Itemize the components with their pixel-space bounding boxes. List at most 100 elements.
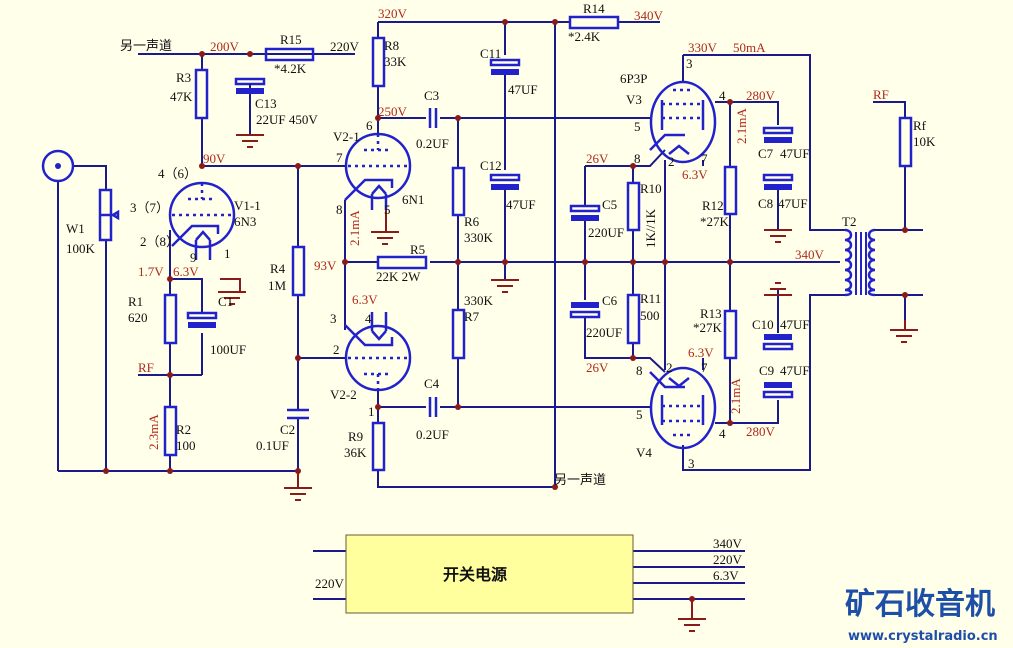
capacitors xyxy=(186,58,794,420)
label: 22K 2W xyxy=(376,269,421,284)
label: 47UF xyxy=(508,82,538,97)
label: 220V xyxy=(330,39,360,54)
label: 220UF xyxy=(588,225,624,240)
resistor-r6 xyxy=(451,166,466,217)
cap-c11 xyxy=(489,58,521,75)
label: 6.3V xyxy=(688,345,714,360)
label: 100UF xyxy=(210,342,246,357)
label: R10 xyxy=(640,181,662,196)
label: R11 xyxy=(640,291,661,306)
resistor-r5 xyxy=(376,255,428,270)
cap-c9 xyxy=(762,382,794,399)
label: 5 xyxy=(384,202,391,217)
label: 500 xyxy=(640,308,660,323)
label: 6N3 xyxy=(234,214,256,229)
label: R1 xyxy=(128,294,143,309)
label: 0.2UF xyxy=(416,136,449,151)
label: V1-1 xyxy=(234,198,261,213)
resistor-r13 xyxy=(723,309,738,360)
label: 7 xyxy=(701,151,708,166)
resistor-r9 xyxy=(371,421,386,472)
label: 100 xyxy=(176,438,196,453)
label: R13 xyxy=(700,306,722,321)
label: C6 xyxy=(602,293,618,308)
label: 2（8） xyxy=(140,234,179,249)
label: 3 xyxy=(686,56,693,71)
cap-c12 xyxy=(489,173,521,190)
label: 320V xyxy=(378,6,408,21)
label: 0.2UF xyxy=(416,427,449,442)
label: 22UF 450V xyxy=(256,112,318,127)
label: 50mA xyxy=(733,40,766,55)
label: 330K xyxy=(464,293,494,308)
label: C1 xyxy=(218,294,233,309)
label: 7 xyxy=(336,150,343,165)
ground-symbols xyxy=(218,134,918,632)
label: 0.1UF xyxy=(256,438,289,453)
label: 6.3V xyxy=(352,292,378,307)
label: 另一声道 xyxy=(120,39,172,54)
label: 4（6） xyxy=(158,166,197,181)
label: R8 xyxy=(384,38,399,53)
label: RF xyxy=(138,360,154,375)
cap-c10 xyxy=(762,334,794,351)
label: 26V xyxy=(586,151,609,166)
resistor-r8 xyxy=(371,36,386,88)
label: 330V xyxy=(688,40,718,55)
label: C4 xyxy=(424,376,440,391)
label: 8 xyxy=(634,151,641,166)
tube-v2-2 xyxy=(344,312,412,392)
label: 1M xyxy=(268,278,287,293)
power-supply-title: 开关电源 xyxy=(443,565,507,584)
label: V3 xyxy=(626,92,642,107)
label: 4 xyxy=(719,88,726,103)
tube-v4 xyxy=(649,366,717,450)
label: 2 xyxy=(668,154,675,169)
label: R15 xyxy=(280,32,302,47)
label: *27K xyxy=(700,214,730,229)
label: 2.1mA xyxy=(347,210,362,246)
label: 93V xyxy=(314,258,337,273)
resistor-r3 xyxy=(194,68,209,120)
label: C10 xyxy=(752,317,774,332)
label: RF xyxy=(873,87,889,102)
film-caps-c2-c3-c4 xyxy=(287,108,438,420)
label: 1 xyxy=(224,246,231,261)
label: 36K xyxy=(344,445,367,460)
label: 7 xyxy=(701,360,708,375)
label: 6N1 xyxy=(402,192,424,207)
label: 6.3V xyxy=(682,167,708,182)
watermark-logo: 矿石收音机 xyxy=(845,587,995,622)
cap-c8 xyxy=(762,173,794,190)
label: 620 xyxy=(128,310,148,325)
label: 2.1mA xyxy=(728,378,743,414)
label: 47UF xyxy=(780,317,810,332)
label: 5 xyxy=(636,407,643,422)
psu-output-220v: 220V xyxy=(713,552,743,567)
tube-v3 xyxy=(649,80,717,164)
resistor-r4 xyxy=(291,245,306,297)
label: 90V xyxy=(203,151,226,166)
label: R7 xyxy=(464,309,480,324)
label: 另一声道 xyxy=(554,473,606,488)
resistor-r2 xyxy=(163,405,178,457)
label: T2 xyxy=(842,214,856,229)
watermark-url: www.crystalradio.cn xyxy=(848,629,998,644)
label: 220UF xyxy=(586,325,622,340)
label: C9 xyxy=(759,363,774,378)
label: 200V xyxy=(210,39,240,54)
label: V2-1 xyxy=(333,129,360,144)
label: C3 xyxy=(424,88,439,103)
wiper-arrow-icon xyxy=(100,209,120,221)
label: V2-2 xyxy=(330,387,357,402)
label: 250V xyxy=(378,104,408,119)
label: R4 xyxy=(270,261,286,276)
switching-power-supply-box xyxy=(345,534,634,614)
label: *4.2K xyxy=(274,61,307,76)
label: 47UF xyxy=(506,197,536,212)
label: 6.3V xyxy=(173,264,199,279)
resistor-r1 xyxy=(163,293,178,345)
resistor-r14 xyxy=(568,15,620,30)
label: R2 xyxy=(176,422,191,437)
